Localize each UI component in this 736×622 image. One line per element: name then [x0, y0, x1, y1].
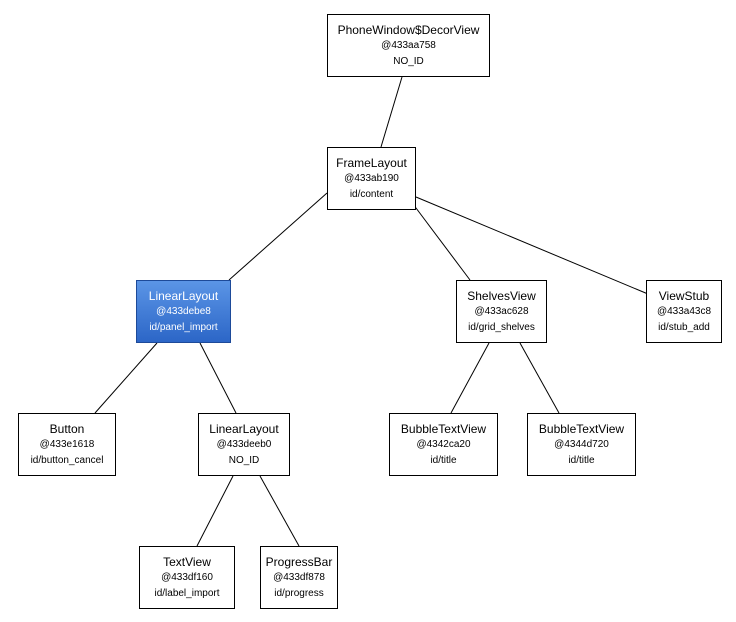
- node-view-id: id/title: [430, 454, 457, 466]
- node-address: @433df878: [273, 571, 325, 583]
- node-class-name: ShelvesView: [467, 288, 536, 303]
- node-content[interactable]: FrameLayout @433ab190 id/content: [327, 147, 416, 210]
- node-class-name: BubbleTextView: [400, 421, 487, 436]
- node-title-1[interactable]: BubbleTextView @4342ca20 id/title: [389, 413, 498, 476]
- edge-content-to-stub-add: [415, 196, 649, 295]
- edge-panel-import-to-inner-linearlayout: [199, 342, 237, 414]
- edge-panel-import-to-button-cancel: [94, 342, 158, 414]
- node-class-name: FrameLayout: [336, 155, 407, 170]
- node-class-name: LinearLayout: [148, 288, 219, 303]
- node-address: @433ac628: [474, 305, 529, 317]
- node-view-id: id/progress: [274, 587, 324, 599]
- node-view-id: NO_ID: [393, 55, 424, 67]
- node-address: @433aa758: [381, 39, 436, 51]
- node-class-name: ViewStub: [658, 288, 710, 303]
- node-view-id: id/content: [349, 188, 394, 200]
- node-stub-add[interactable]: ViewStub @433a43c8 id/stub_add: [646, 280, 722, 343]
- node-address: @433df160: [161, 571, 213, 583]
- node-grid-shelves[interactable]: ShelvesView @433ac628 id/grid_shelves: [456, 280, 547, 343]
- node-view-id: id/button_cancel: [30, 454, 104, 466]
- node-title-2[interactable]: BubbleTextView @4344d720 id/title: [527, 413, 636, 476]
- node-class-name: ProgressBar: [265, 554, 333, 569]
- edge-decorview-to-content: [380, 76, 403, 148]
- node-class-name: BubbleTextView: [538, 421, 625, 436]
- edge-grid-shelves-to-title-1: [450, 342, 490, 414]
- node-view-id: id/stub_add: [658, 321, 710, 333]
- node-address: @433ab190: [344, 172, 399, 184]
- node-address: @433debe8: [156, 305, 211, 317]
- node-panel-import[interactable]: LinearLayout @433debe8 id/panel_import: [136, 280, 231, 343]
- node-address: @433deeb0: [216, 438, 272, 450]
- edge-inner-linearlayout-to-label-import: [196, 475, 234, 547]
- node-view-id: id/panel_import: [149, 321, 218, 333]
- node-address: @4344d720: [554, 438, 609, 450]
- edge-inner-linearlayout-to-progress: [259, 475, 300, 547]
- edge-grid-shelves-to-title-2: [519, 342, 560, 414]
- node-view-id: id/title: [568, 454, 595, 466]
- node-view-id: NO_ID: [228, 454, 260, 466]
- node-button-cancel[interactable]: Button @433e1618 id/button_cancel: [18, 413, 116, 476]
- node-address: @433a43c8: [656, 305, 712, 317]
- node-class-name: TextView: [163, 554, 211, 569]
- node-progress[interactable]: ProgressBar @433df878 id/progress: [260, 546, 338, 609]
- node-class-name: Button: [49, 421, 85, 436]
- node-address: @4342ca20: [416, 438, 471, 450]
- node-address: @433e1618: [39, 438, 95, 450]
- node-class-name: PhoneWindow$DecorView: [337, 22, 480, 37]
- node-view-id: id/grid_shelves: [468, 321, 535, 333]
- node-label-import[interactable]: TextView @433df160 id/label_import: [139, 546, 235, 609]
- node-class-name: LinearLayout: [209, 421, 279, 436]
- node-view-id: id/label_import: [154, 587, 220, 599]
- edge-content-to-panel-import: [228, 192, 328, 281]
